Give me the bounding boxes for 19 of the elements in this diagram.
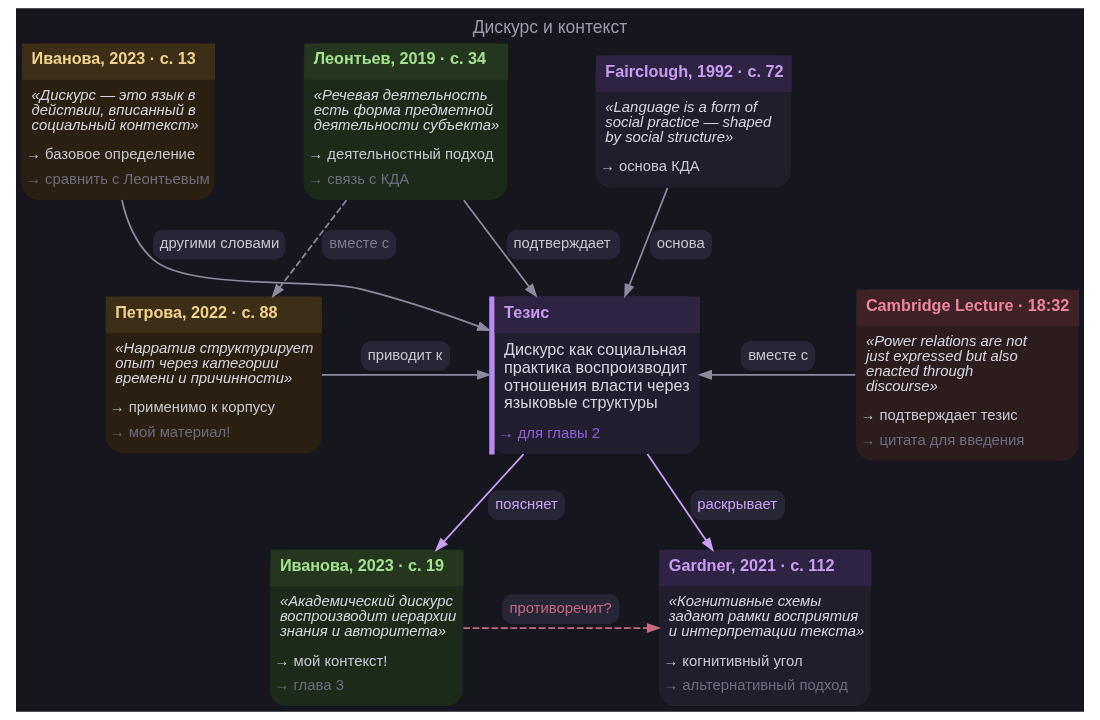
- arrow: [697, 369, 857, 380]
- arrow: [624, 187, 669, 299]
- diagram-title: Дискурс и контекст: [472, 17, 628, 38]
- arrow: [321, 369, 492, 380]
- arrow: [646, 453, 714, 552]
- arrow: [462, 199, 538, 298]
- edge-label: поясняет: [495, 495, 558, 512]
- edge-label: приводит к: [367, 346, 443, 363]
- edge-label: вместе с: [748, 346, 809, 363]
- arrow: [271, 199, 348, 299]
- arrow: [121, 199, 492, 332]
- edge-label: основа: [656, 235, 705, 252]
- arrow: [462, 623, 662, 634]
- edge-label: вместе с: [329, 235, 390, 252]
- edge-label: подтверждает: [513, 235, 611, 252]
- edge-label: другими словами: [159, 235, 280, 252]
- edge-label: раскрывает: [697, 495, 778, 512]
- edge-label: противоречит?: [509, 599, 612, 616]
- arrow: [434, 453, 525, 552]
